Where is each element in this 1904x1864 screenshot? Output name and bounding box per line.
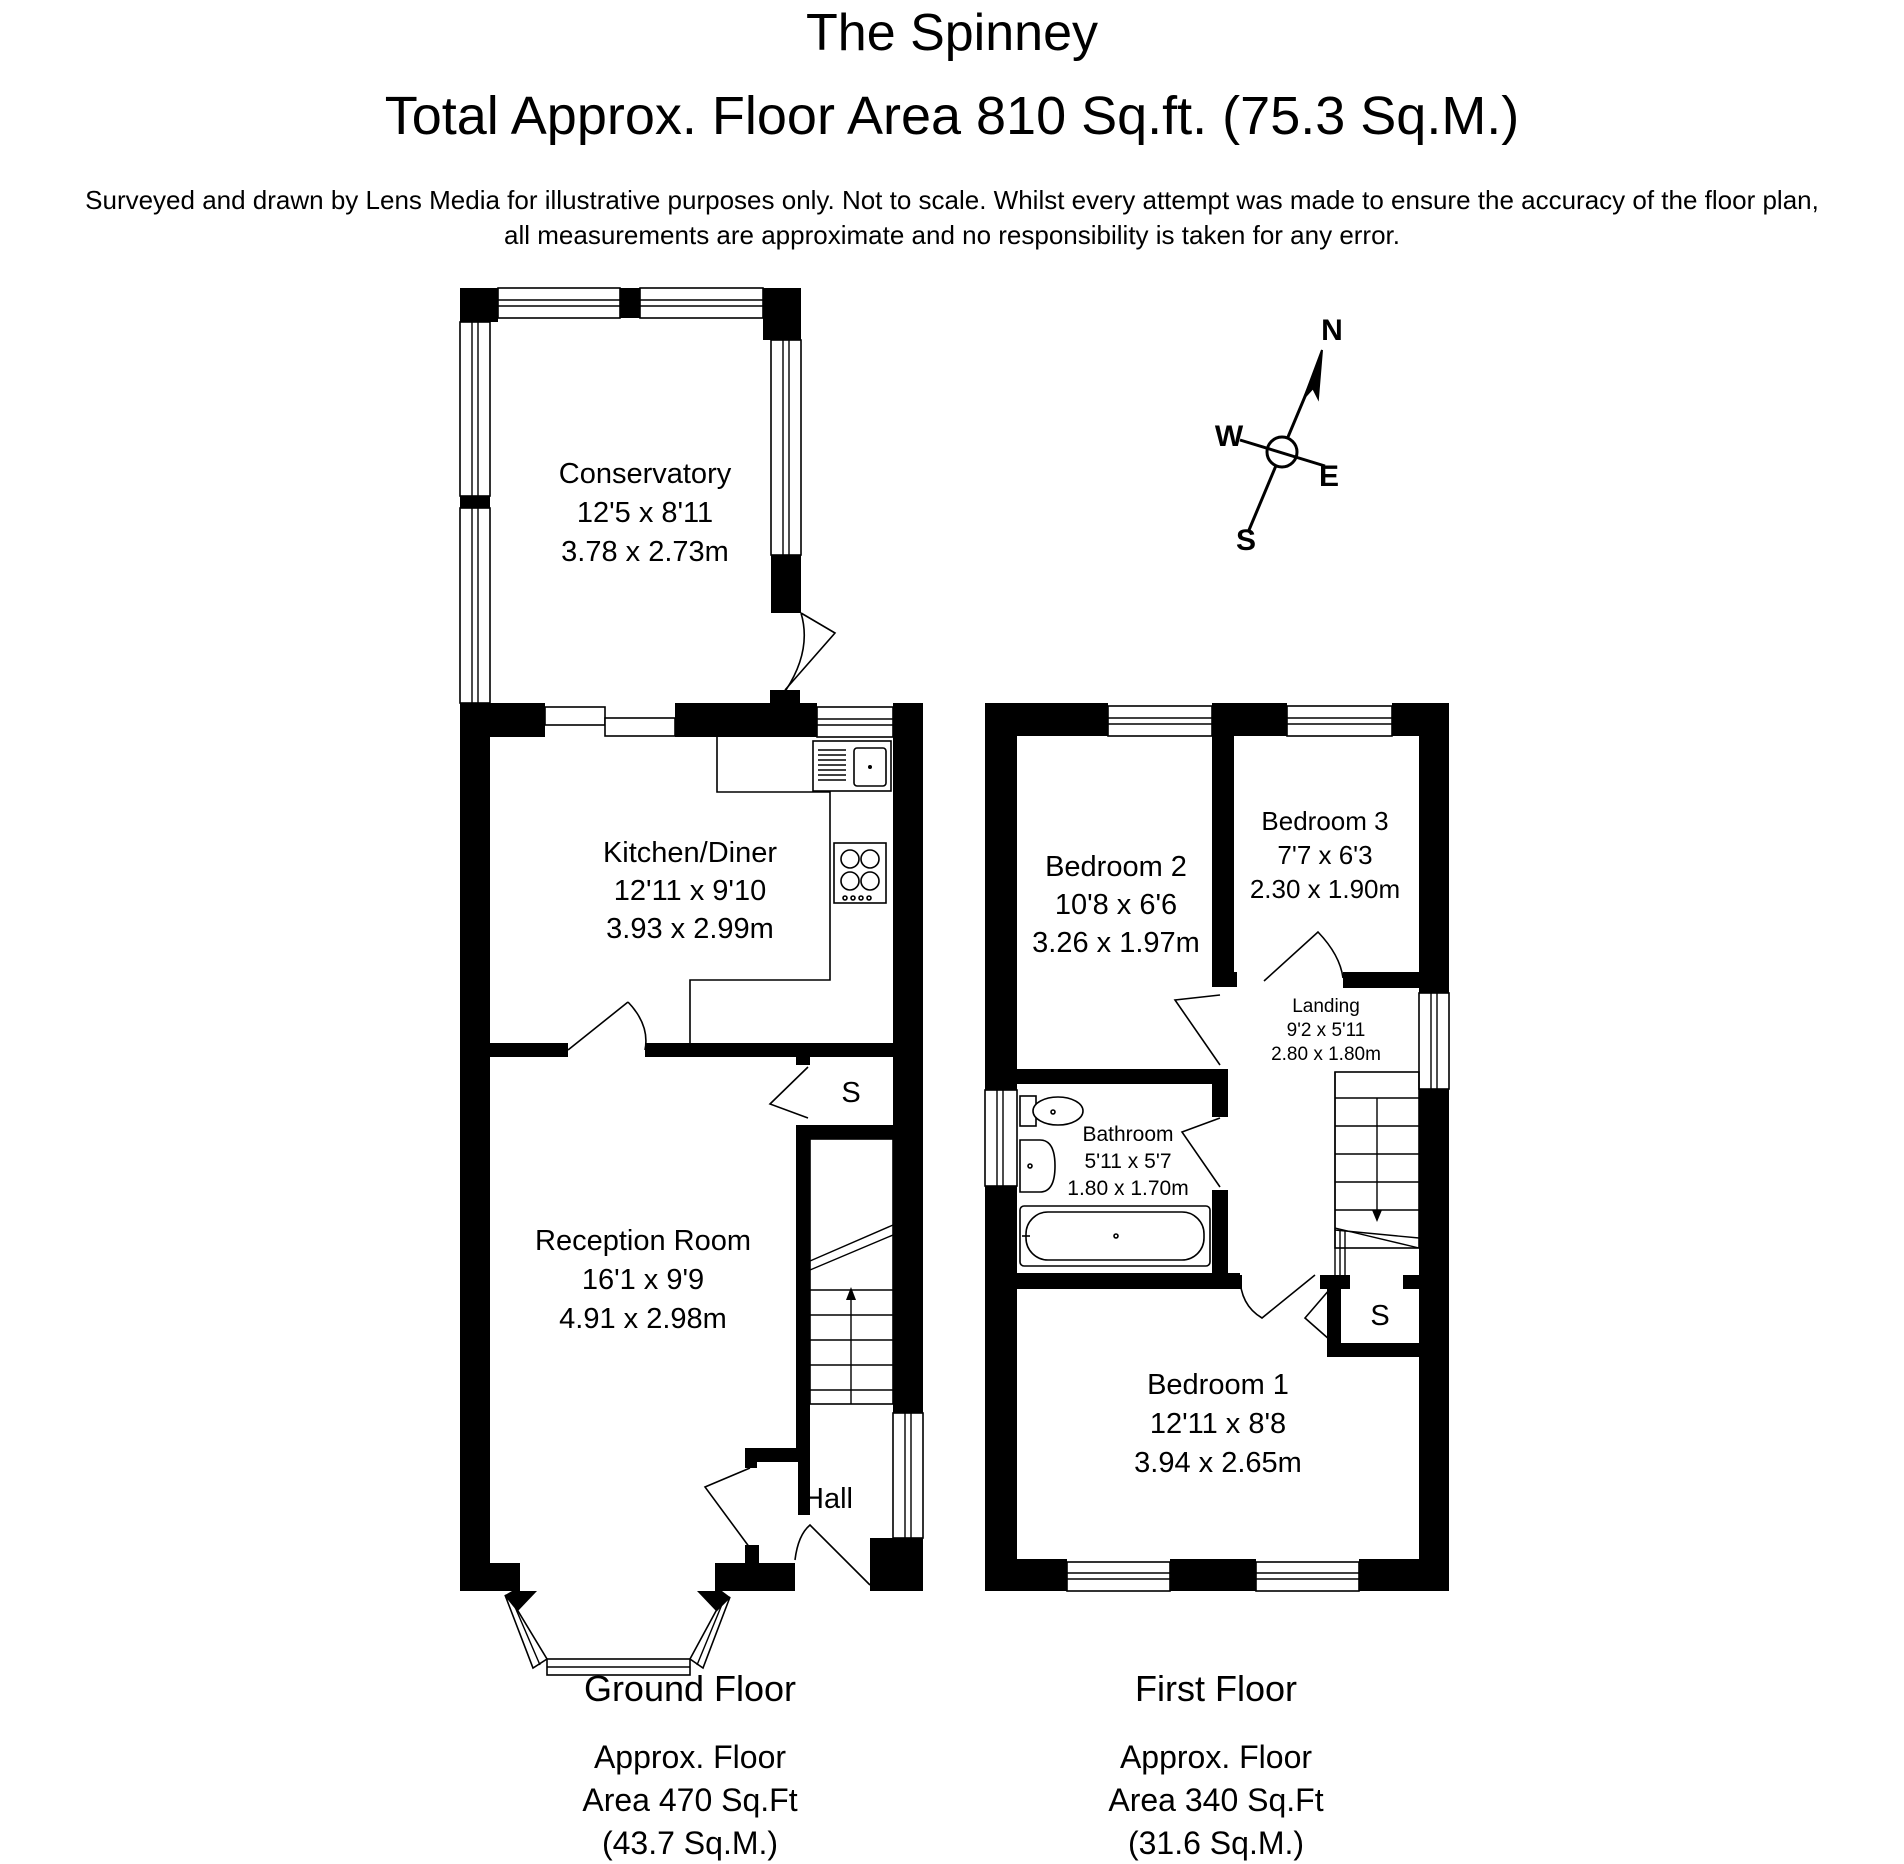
bedroom1-metric: 3.94 x 2.65m [1134,1447,1302,1479]
ground-floor-area-line-1: Approx. Floor [594,1739,786,1775]
conservatory-name: Conservatory [559,458,732,490]
first-store-name: S [1370,1300,1389,1332]
first-floor-area-line-1: Approx. Floor [1120,1739,1312,1775]
bedroom1-name: Bedroom 1 [1147,1369,1289,1401]
ground-store-name: S [841,1077,860,1109]
ground-floor-plan: Conservatory 12'5 x 8'11 3.78 x 2.73m Ki… [459,287,924,1861]
bedroom2-name: Bedroom 2 [1045,851,1187,883]
bedroom3-name: Bedroom 3 [1261,806,1388,836]
hall-name: Hall [803,1483,853,1515]
ground-floor-name: Ground Floor [584,1668,796,1709]
ground-floor-area-line-2: Area 470 Sq.Ft [582,1782,797,1818]
bedroom1-imperial: 12'11 x 8'8 [1150,1408,1286,1440]
reception-imperial: 16'1 x 9'9 [582,1264,704,1296]
kitchen-imperial: 12'11 x 9'10 [614,875,766,907]
bathroom-imperial: 5'11 x 5'7 [1084,1150,1171,1173]
disclaimer-line-2: all measurements are approximate and no … [504,220,1400,250]
ground-floor-area-line-3: (43.7 Sq.M.) [602,1825,778,1861]
bedroom2-imperial: 10'8 x 6'6 [1055,889,1177,921]
page-title: The Spinney [806,4,1098,62]
conservatory-imperial: 12'5 x 8'11 [577,497,713,529]
landing-imperial: 9'2 x 5'11 [1287,1020,1366,1041]
reception-name: Reception Room [535,1225,751,1257]
compass-north-label: N [1321,314,1343,347]
bathroom-name: Bathroom [1082,1123,1173,1146]
disclaimer-line-1: Surveyed and drawn by Lens Media for ill… [85,185,1819,215]
bedroom3-imperial: 7'7 x 6'3 [1277,840,1372,870]
landing-name: Landing [1292,996,1360,1017]
kitchen-metric: 3.93 x 2.99m [606,913,774,945]
first-floor-name: First Floor [1135,1668,1297,1709]
compass-west-label: W [1215,420,1244,453]
first-floor-area-line-3: (31.6 Sq.M.) [1128,1825,1304,1861]
total-floor-area: Total Approx. Floor Area 810 Sq.ft. (75.… [384,86,1520,146]
bedroom2-metric: 3.26 x 1.97m [1032,927,1200,959]
conservatory-metric: 3.78 x 2.73m [561,536,729,568]
bathroom-metric: 1.80 x 1.70m [1067,1177,1188,1200]
landing-metric: 2.80 x 1.80m [1271,1044,1381,1065]
first-floor-area-line-2: Area 340 Sq.Ft [1108,1782,1323,1818]
compass-south-label: S [1236,524,1256,557]
kitchen-name: Kitchen/Diner [603,837,777,869]
compass-east-label: E [1319,460,1339,493]
bedroom3-metric: 2.30 x 1.90m [1250,874,1400,904]
compass-icon: N W E S [1215,314,1343,557]
reception-metric: 4.91 x 2.98m [559,1303,727,1335]
first-floor-plan: Bedroom 2 10'8 x 6'6 3.26 x 1.97m Bedroo… [984,703,1450,1861]
